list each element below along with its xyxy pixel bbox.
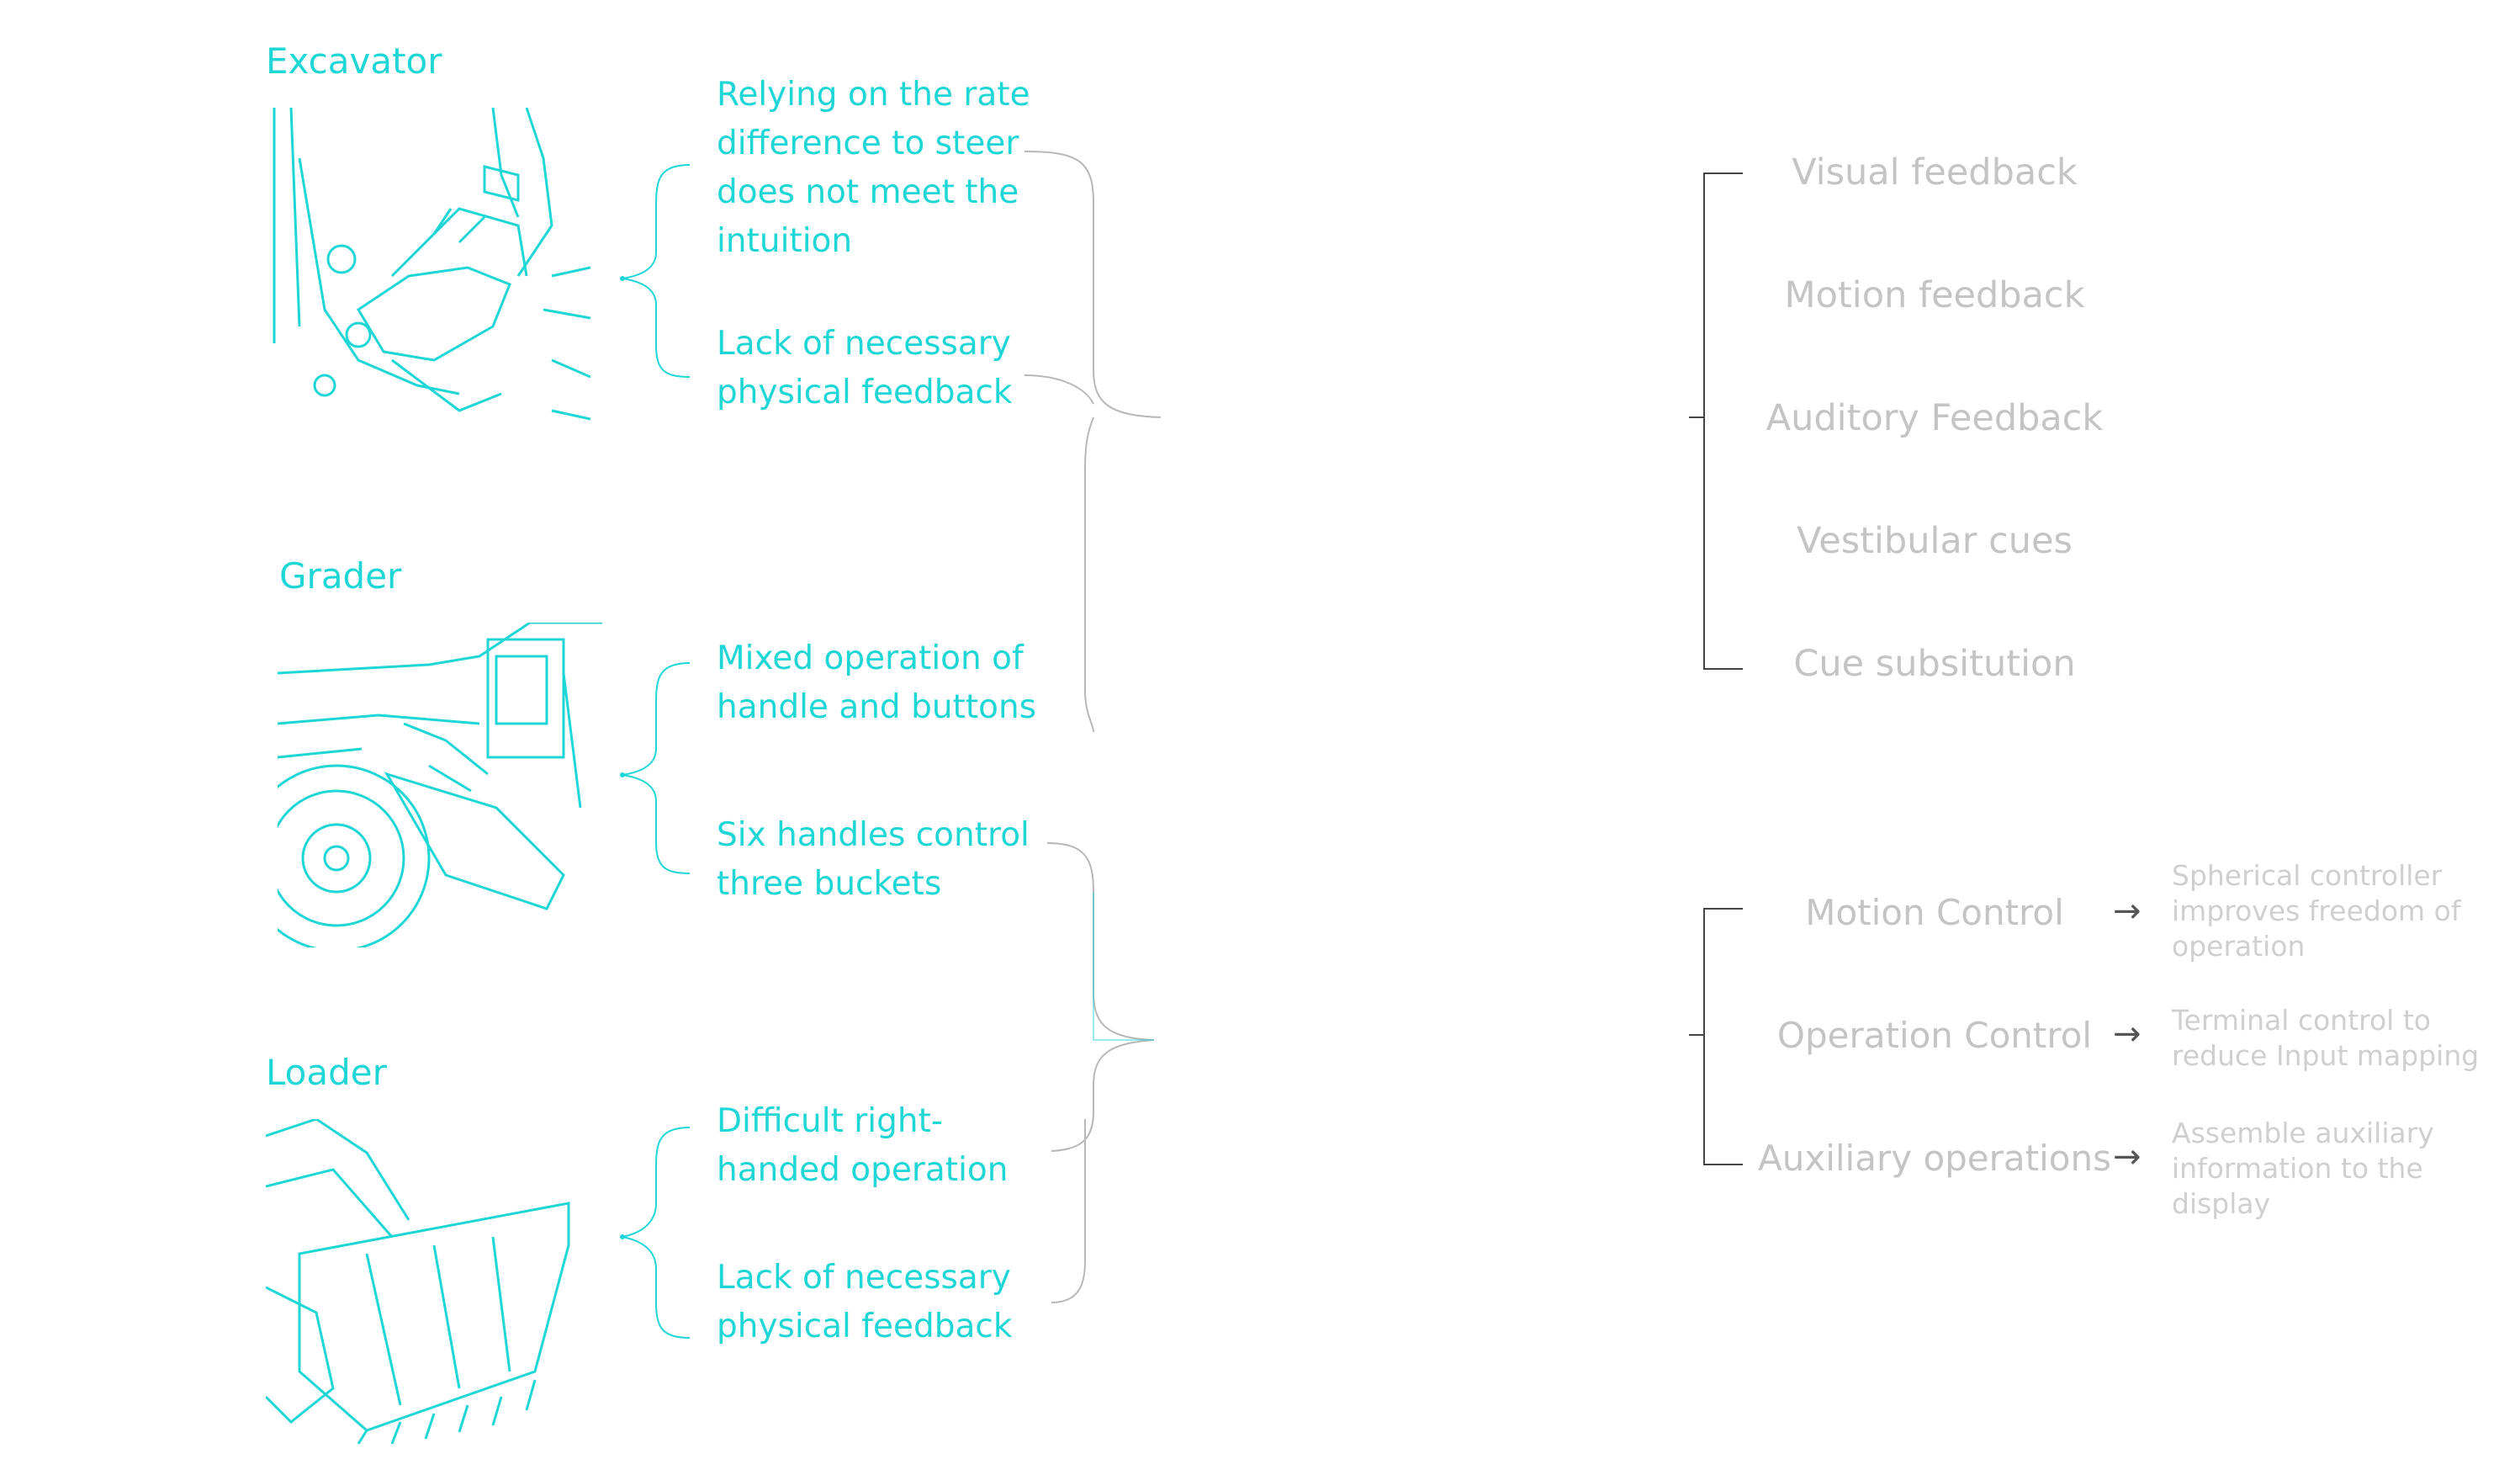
excavator-issue-brace [622,164,691,378]
issue-line: handed operation [717,1151,1009,1189]
feedback-bracket [1689,172,1743,670]
issue-line: Six handles control [717,816,1030,854]
feedback-auditory: Auditory Feedback [1766,397,2104,439]
feedback-vestibular: Vestibular cues [1797,520,2073,562]
arrow-right-icon: → [2113,892,2141,931]
issue-excavator-steering: Relying on the rate difference to steer … [717,71,1030,266]
issue-line: three buckets [717,865,942,903]
note-line: improves freedom of [2172,894,2461,927]
excavator-illustration [266,108,590,431]
control-auxiliary: Auxiliary operations [1758,1138,2111,1179]
control-operation: Operation Control [1776,1015,2093,1056]
note-line: reduce Input mapping [2172,1039,2480,1072]
note-line: information to the [2172,1152,2423,1185]
arrow-right-icon: → [2113,1015,2141,1053]
issue-line: Difficult right- [717,1102,943,1140]
issue-line: Mixed operation of [717,639,1024,677]
note-line: Terminal control to [2172,1004,2431,1037]
issue-line: Lack of necessary [717,325,1011,363]
issue-line: difference to steer [717,125,1019,162]
loader-brace-dot [620,1234,625,1239]
grader-brace-dot [620,772,625,777]
issue-grader-six-handles: Six handles control three buckets [717,811,1030,909]
machine-label-excavator: Excavator [266,40,442,82]
loader-illustration [266,1119,590,1444]
issue-line: handle and buttons [717,688,1037,726]
issue-line: physical feedback [717,374,1013,411]
issue-line: Lack of necessary [717,1259,1011,1297]
note-line: Assemble auxiliary [2172,1117,2434,1149]
note-auxiliary-operations: Assemble auxiliary information to the di… [2172,1116,2434,1222]
note-line: Spherical controller [2172,859,2443,892]
issue-loader-feedback: Lack of necessary physical feedback [717,1254,1012,1351]
excavator-brace-dot [620,276,625,281]
grader-illustration [278,623,602,947]
issue-line: physical feedback [717,1308,1013,1345]
issue-line: Relying on the rate [717,76,1030,114]
note-line: display [2172,1187,2271,1220]
loader-issue-brace [622,1127,691,1339]
control-motion: Motion Control [1805,892,2064,933]
grader-issue-brace [622,662,691,874]
control-issues-brace-accent [1093,892,1154,1041]
note-operation-control: Terminal control to reduce Input mapping [2172,1003,2479,1074]
issue-line: does not meet the [717,173,1019,211]
note-motion-control: Spherical controller improves freedom of… [2172,858,2460,964]
arrow-right-icon: → [2113,1138,2141,1176]
machine-label-loader: Loader [266,1052,387,1093]
note-line: operation [2172,930,2306,963]
feedback-issues-brace [1024,151,1162,733]
control-issues-brace [1046,842,1155,1303]
issue-line: intuition [717,222,853,260]
feedback-motion: Motion feedback [1784,274,2085,316]
control-bracket [1689,908,1743,1165]
issue-loader-right-handed: Difficult right- handed operation [717,1097,1009,1195]
feedback-visual: Visual feedback [1792,151,2078,194]
issue-excavator-feedback: Lack of necessary physical feedback [717,320,1012,417]
machine-label-grader: Grader [279,555,402,597]
issue-grader-mixed-operation: Mixed operation of handle and buttons [717,634,1036,732]
feedback-cue-substitution: Cue subsitution [1793,643,2076,685]
